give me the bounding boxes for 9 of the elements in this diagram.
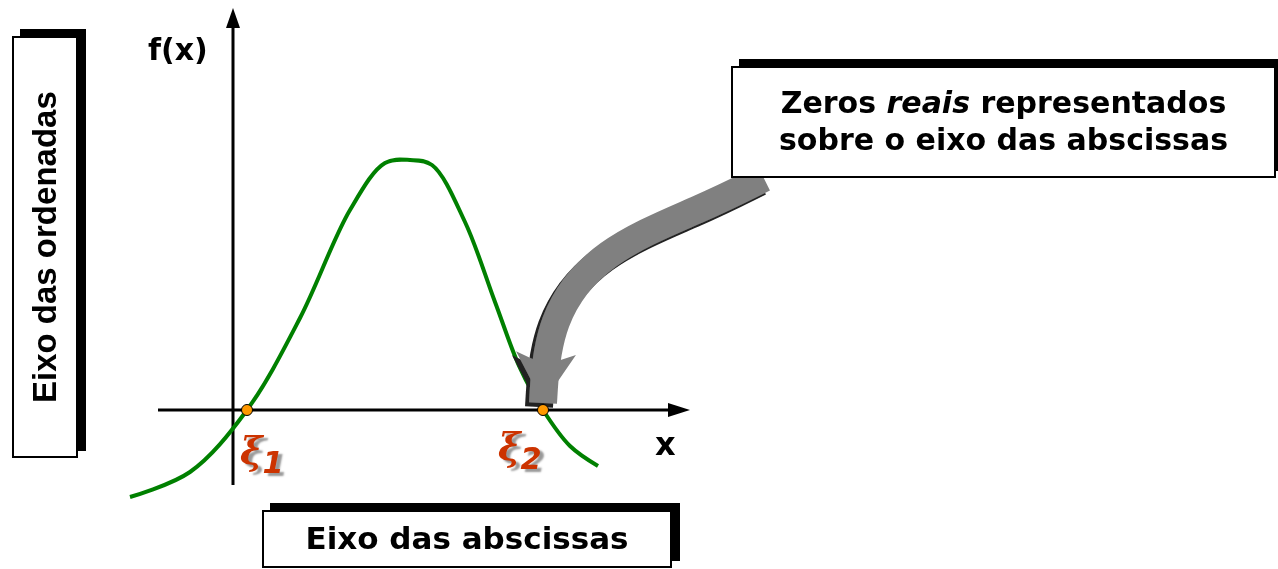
vertical-label: Eixo das ordenadas	[24, 91, 64, 403]
box-text: Eixo das abscissas	[305, 520, 629, 558]
axis-label: x	[655, 425, 676, 463]
box-text: Zeros reais representados sobre o eixo das abscissas	[777, 85, 1230, 159]
root-point	[241, 404, 253, 416]
axis-label: f(x)	[148, 32, 208, 67]
root-label: ξ$_{1}$	[240, 428, 284, 480]
root-point	[537, 404, 549, 416]
root-label: ξ$_{2}$	[498, 424, 542, 476]
